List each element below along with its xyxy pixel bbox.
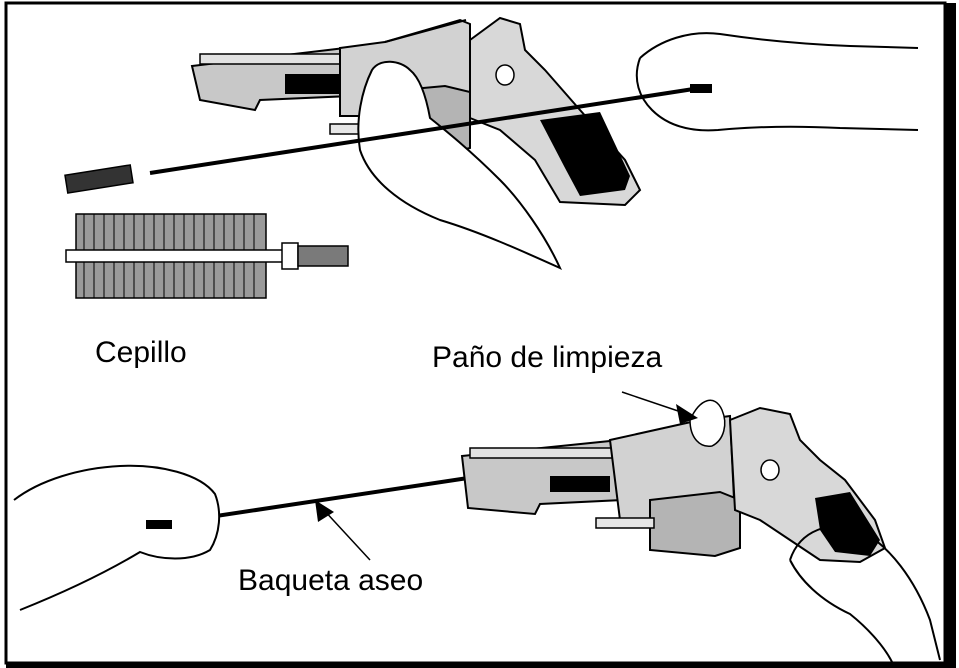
cleaning-rod-label: Baqueta aseo [238,566,423,596]
brush-core [66,250,286,262]
top-barrel-rib [200,54,350,64]
bottom-ejector-rod [596,518,654,528]
cleaning-cloth-label: Paño de limpieza [432,343,662,373]
brush-threaded-end [298,246,348,266]
top-ejector-slot [285,74,340,94]
top-grip-screw [496,65,514,85]
bottom-rod-handle [146,520,172,529]
bottom-grip-screw [761,460,779,480]
frame-bottom-shadow [6,663,956,668]
brush-label: Cepillo [95,338,187,368]
brush-ferrule [282,243,298,269]
frame-right-shadow [945,3,956,665]
bottom-barrel-rib [470,448,620,458]
bottom-cylinder [650,492,740,556]
bottom-ejector-slot [550,476,610,492]
